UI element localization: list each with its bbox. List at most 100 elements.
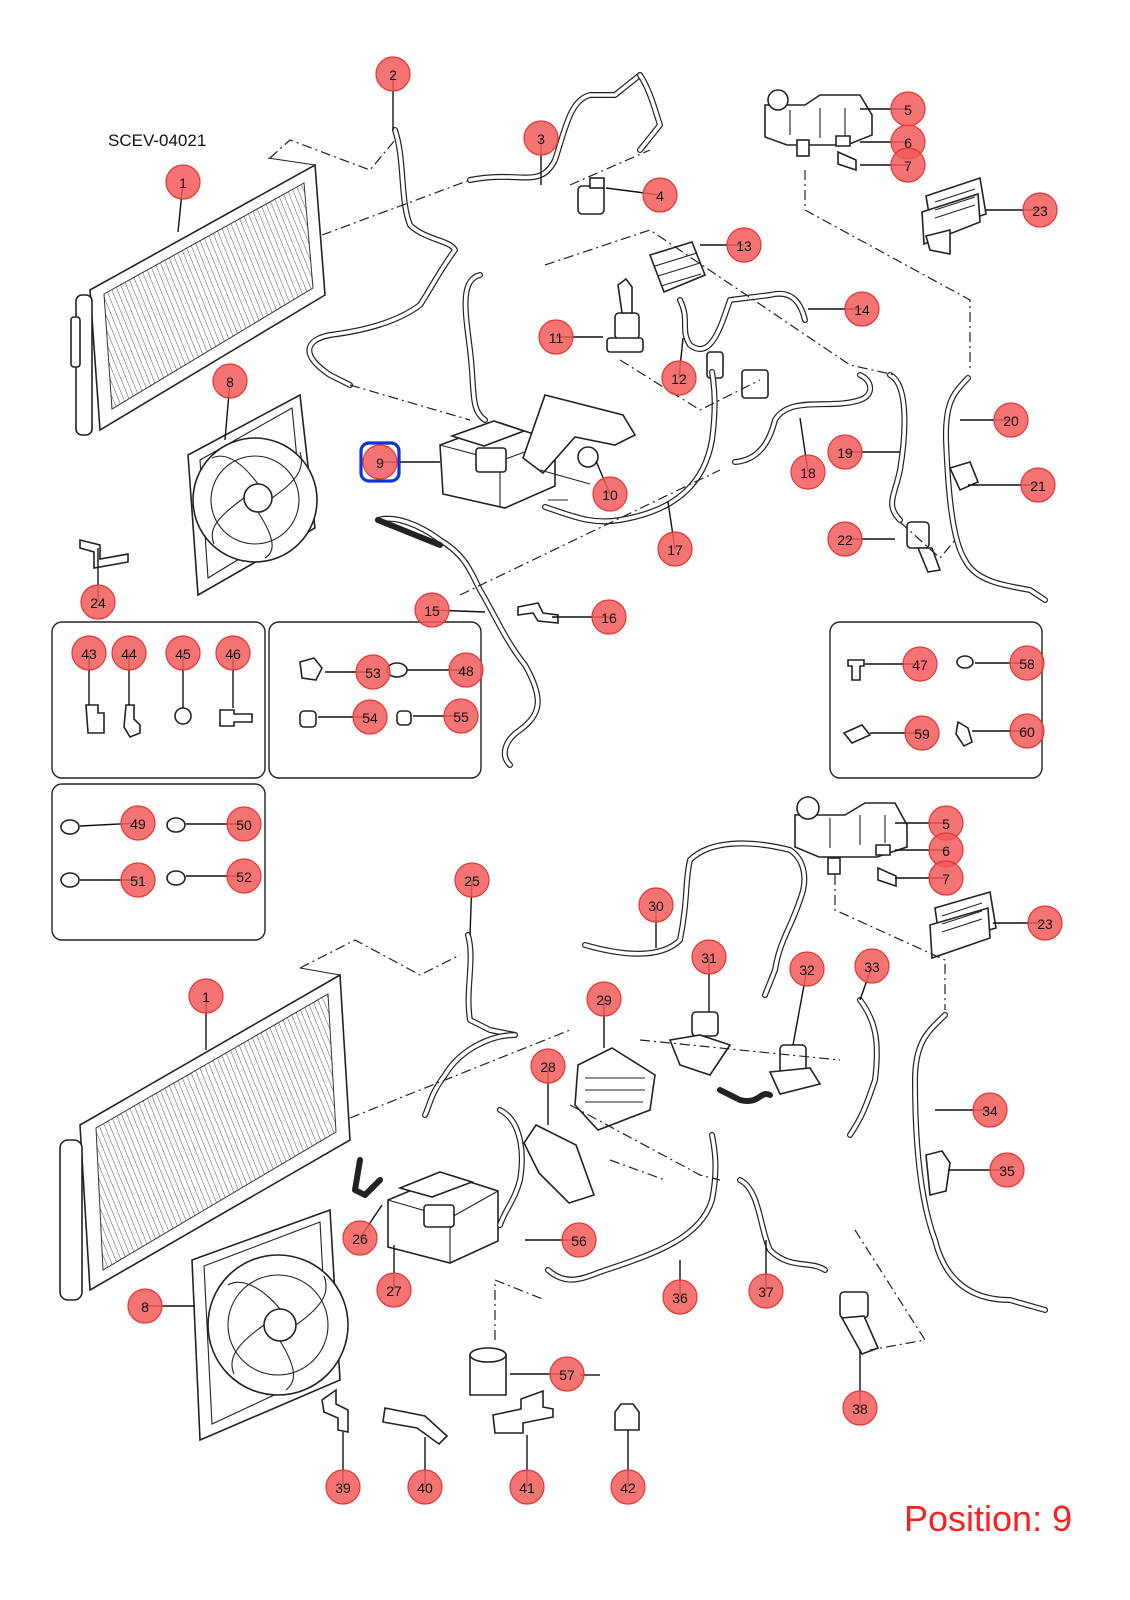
callout-27[interactable]: 27 <box>376 1272 412 1308</box>
callout-18[interactable]: 18 <box>790 454 826 490</box>
callout-19[interactable]: 19 <box>827 434 863 470</box>
callout-45[interactable]: 45 <box>165 635 201 671</box>
callout-42[interactable]: 42 <box>610 1469 646 1505</box>
callout-44[interactable]: 44 <box>111 635 147 671</box>
callout-number: 26 <box>352 1231 368 1247</box>
callout-16[interactable]: 16 <box>591 599 627 635</box>
callout-31[interactable]: 31 <box>691 939 727 975</box>
callout-circle <box>610 1469 646 1505</box>
callout-5[interactable]: 5 <box>890 91 926 127</box>
callout-number: 8 <box>226 374 234 390</box>
callout-8[interactable]: 8 <box>127 1288 163 1324</box>
callout-number: 21 <box>1030 478 1046 494</box>
callout-circle <box>127 1288 163 1324</box>
callout-6[interactable]: 6 <box>928 832 964 868</box>
callout-56[interactable]: 56 <box>561 1222 597 1258</box>
callout-50[interactable]: 50 <box>226 806 262 842</box>
callout-60[interactable]: 60 <box>1009 713 1045 749</box>
callout-53[interactable]: 53 <box>355 654 391 690</box>
callout-7[interactable]: 7 <box>928 860 964 896</box>
callout-3[interactable]: 3 <box>523 120 559 156</box>
callout-number: 11 <box>549 330 564 346</box>
callout-circle <box>790 454 826 490</box>
compressor-lower <box>387 1123 596 1264</box>
callout-number: 46 <box>225 646 241 662</box>
callout-34[interactable]: 34 <box>972 1092 1008 1128</box>
diagram-code-label: SCEV-04021 <box>108 131 207 150</box>
callout-30[interactable]: 30 <box>638 887 674 923</box>
callout-circle <box>642 177 678 213</box>
callout-number: 17 <box>667 542 683 558</box>
callout-54[interactable]: 54 <box>352 699 388 735</box>
callout-46[interactable]: 46 <box>215 635 251 671</box>
callout-8[interactable]: 8 <box>212 363 248 399</box>
callout-number: 44 <box>121 646 137 662</box>
callout-26[interactable]: 26 <box>342 1220 378 1256</box>
callout-number: 56 <box>571 1233 587 1249</box>
callout-48[interactable]: 48 <box>448 652 484 688</box>
callout-number: 59 <box>914 726 930 742</box>
callout-35[interactable]: 35 <box>989 1152 1025 1188</box>
callout-21[interactable]: 21 <box>1020 467 1056 503</box>
callout-9[interactable]: 9 <box>359 441 401 483</box>
kit-box-fittings <box>51 621 266 779</box>
callout-38[interactable]: 38 <box>842 1390 878 1426</box>
callout-circle <box>538 319 574 355</box>
callout-number: 25 <box>464 873 480 889</box>
callout-39[interactable]: 39 <box>325 1469 361 1505</box>
callout-10[interactable]: 10 <box>592 476 628 512</box>
callout-47[interactable]: 47 <box>902 646 938 682</box>
callout-29[interactable]: 29 <box>586 981 622 1017</box>
callout-33[interactable]: 33 <box>854 948 890 984</box>
callout-14[interactable]: 14 <box>844 291 880 327</box>
callout-12[interactable]: 12 <box>661 360 697 396</box>
reservoir-lower <box>794 796 908 888</box>
callout-11[interactable]: 11 <box>538 319 574 355</box>
callout-15[interactable]: 15 <box>414 592 450 628</box>
callout-58[interactable]: 58 <box>1009 645 1045 681</box>
callout-number: 27 <box>386 1283 402 1299</box>
callout-circle <box>212 363 248 399</box>
callout-23[interactable]: 23 <box>1027 905 1063 941</box>
callout-number: 7 <box>942 871 950 887</box>
callout-17[interactable]: 17 <box>657 531 693 567</box>
callout-36[interactable]: 36 <box>662 1279 698 1315</box>
callout-1[interactable]: 1 <box>188 978 224 1014</box>
callout-7[interactable]: 7 <box>890 147 926 183</box>
callout-52[interactable]: 52 <box>226 858 262 894</box>
callout-2[interactable]: 2 <box>375 56 411 92</box>
callout-number: 40 <box>417 1480 433 1496</box>
callout-59[interactable]: 59 <box>904 715 940 751</box>
callout-20[interactable]: 20 <box>993 402 1029 438</box>
callout-13[interactable]: 13 <box>726 227 762 263</box>
callout-41[interactable]: 41 <box>509 1469 545 1505</box>
callout-37[interactable]: 37 <box>748 1273 784 1309</box>
callout-28[interactable]: 28 <box>530 1048 566 1084</box>
callout-24[interactable]: 24 <box>80 584 116 620</box>
callout-number: 5 <box>942 816 950 832</box>
callout-number: 28 <box>540 1059 556 1075</box>
callout-57[interactable]: 57 <box>549 1356 585 1392</box>
callout-number: 6 <box>904 135 912 151</box>
callout-25[interactable]: 25 <box>454 862 490 898</box>
callout-circle <box>454 862 490 898</box>
callout-number: 10 <box>602 487 618 503</box>
callout-circle <box>842 1390 878 1426</box>
callout-40[interactable]: 40 <box>407 1469 443 1505</box>
callout-1[interactable]: 1 <box>165 164 201 200</box>
callout-circle <box>71 635 107 671</box>
callout-23[interactable]: 23 <box>1022 192 1058 228</box>
callout-circle <box>1020 467 1056 503</box>
callout-4[interactable]: 4 <box>642 177 678 213</box>
callout-49[interactable]: 49 <box>120 805 156 841</box>
callout-circle <box>448 652 484 688</box>
callout-43[interactable]: 43 <box>71 635 107 671</box>
kit-box-o-rings <box>51 783 266 941</box>
callout-22[interactable]: 22 <box>827 521 863 557</box>
callout-51[interactable]: 51 <box>120 862 156 898</box>
callout-circle <box>342 1220 378 1256</box>
callout-55[interactable]: 55 <box>443 698 479 734</box>
callout-32[interactable]: 32 <box>789 951 825 987</box>
callout-number: 45 <box>175 646 191 662</box>
chiller-lower <box>574 1047 656 1131</box>
